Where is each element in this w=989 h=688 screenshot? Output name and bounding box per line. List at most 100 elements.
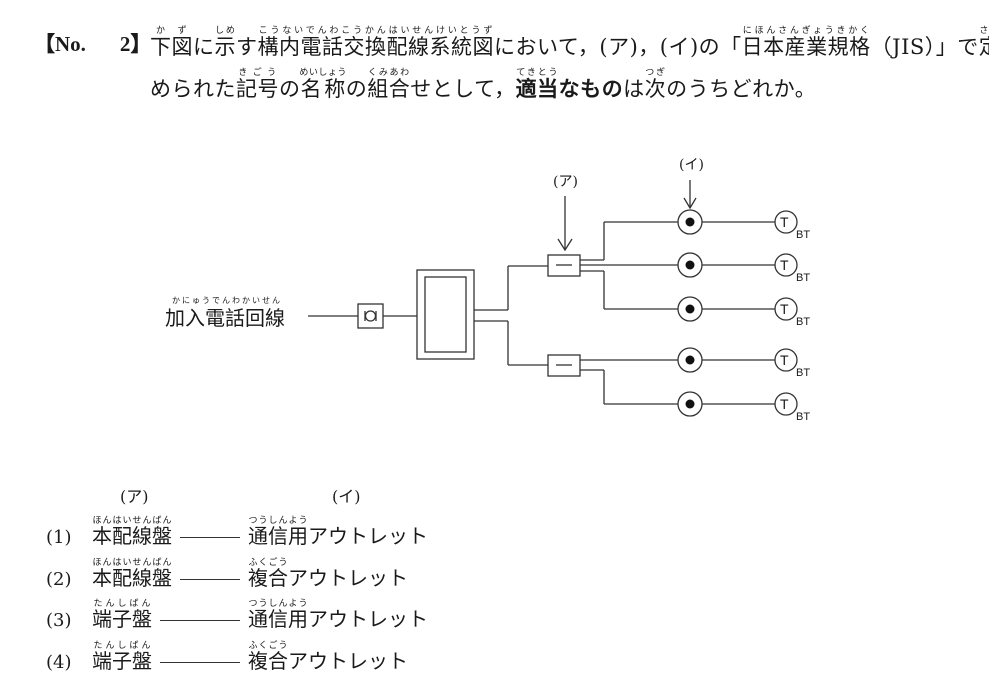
input-line-ruby: かにゅうでんわかいせん [172,296,282,305]
ruby-base: 日本産業規格 [741,35,871,59]
option-i-kanji: 通信用つうしんよう [248,516,308,548]
option-number: (1) [46,527,72,548]
ruby-base: 示 [214,35,236,59]
terminal-symbol: T [780,352,789,368]
option-a-text: 端子盤 [92,607,152,631]
answer-option[interactable]: (1) 本配線盤ほんはいせんばん 通信用つうしんようアウトレット [46,516,428,549]
option-a-ruby: ほんはいせんばん [92,558,172,568]
terminal-symbol: T [780,396,789,412]
option-i-kanji-text: 通信用 [248,607,308,631]
terminal-subscript: BT [796,272,810,284]
terminal-symbol: T [780,214,789,230]
ruby-reading: にほんさんぎょうきかく [741,26,871,36]
label-i: (イ) [679,157,704,173]
question-segment: の [345,77,368,101]
terminal-symbol: T [780,301,789,317]
option-i-kanji: 複合ふくごう [248,641,288,673]
option-i-rest: アウトレット [308,524,428,548]
option-i-ruby: つうしんよう [248,516,308,526]
question-segment: 記号きごう [236,68,279,101]
ruby-base: 組合 [367,77,411,101]
option-i-kanji: 通信用つうしんよう [248,599,308,631]
question-segment: 日本産業規格にほんさんぎょうきかく [741,26,871,59]
option-number: (2) [46,569,72,590]
question-segment: 組合くみあわ [367,68,411,101]
option-i-kanji-text: 通信用 [248,524,308,548]
main-distribution-frame [416,269,475,360]
telephone-terminal-icon [774,348,798,372]
option-a-ruby: ほんはいせんばん [92,516,172,526]
option-a-ruby: たんしばん [92,599,152,609]
question-text-line1: 下図かずに示しめす構内電話交換配線系統図こうないでんわこうかんはいせんけいとうず… [150,26,989,61]
question-segment: の [279,77,301,101]
protector-circle [364,310,377,322]
option-a-ruby: たんしばん [92,641,152,651]
ruby-reading: かず [150,26,193,36]
input-line-label: 加入電話回線 [165,306,285,330]
question-segment: なもの [558,76,624,101]
ruby-reading: つぎ [644,68,667,78]
ruby-base: 次 [644,77,667,101]
option-i-kanji-text: 複合 [248,566,288,590]
terminal-subscript: BT [796,229,810,241]
question-segment: 示しめ [214,26,237,59]
label-a: (ア) [553,174,578,190]
answer-option[interactable]: (4) 端子盤たんしばん 複合ふくごうアウトレット [46,641,408,674]
question-text-line2: められた記号きごうの名称めいしょうの組合くみあわせとして，適当てきとうなものは次… [150,68,816,103]
ruby-base: 記号 [236,77,279,101]
terminal-symbol: T [780,257,789,273]
ruby-base: 定 [979,35,989,59]
question-segment: 適当てきとう [515,68,559,101]
ruby-base: 適当 [515,76,559,101]
option-i-rest: アウトレット [288,649,408,673]
question-segment: 定さだ [979,26,989,59]
option-a-text: 端子盤 [92,649,152,673]
terminal-subscript: BT [796,316,810,328]
ruby-reading: さだ [978,26,989,36]
option-a-text: 本配線盤 [92,566,172,590]
question-segment: められた [150,77,236,101]
option-a: 本配線盤ほんはいせんばん [92,516,172,548]
question-segment: に [193,35,215,59]
terminal-board-b [547,354,581,377]
question-segment: 名称めいしょう [299,68,347,101]
ruby-base: 下図 [150,35,193,59]
connector-dash [180,537,240,538]
option-i-ruby: ふくごう [248,641,288,651]
answer-option[interactable]: (3)端子盤たんしばん通信用つうしんようアウトレット [46,599,428,632]
question-segment: は [623,77,645,101]
connector-dash [160,662,240,663]
ruby-reading: こうないでんわこうかんはいせんけいとうず [257,26,494,36]
ruby-reading: きごう [236,68,279,78]
telephone-terminal-icon [774,392,798,416]
option-number: (4) [46,652,72,673]
answer-option[interactable]: (2)本配線盤ほんはいせんばん複合ふくごうアウトレット [46,558,408,591]
ruby-reading: てきとう [515,68,559,78]
option-i-ruby: ふくごう [248,558,288,568]
option-a: 端子盤たんしばん [92,599,152,631]
question-label: 【No. [34,32,86,56]
question-segment: 下図かず [150,26,193,59]
question-segment: 構内電話交換配線系統図こうないでんわこうかんはいせんけいとうず [257,26,495,59]
question-segment: のうちどれか。 [666,77,817,101]
question-segment: 次つぎ [644,68,667,101]
question-segment: （JIS）」で [870,35,979,59]
option-i-rest: アウトレット [308,607,428,631]
ruby-reading: くみあわ [367,68,411,78]
option-i-rest: アウトレット [288,566,408,590]
telephone-terminal-icon [774,210,798,234]
ruby-reading: しめ [214,26,236,36]
option-a: 本配線盤ほんはいせんばん [92,558,172,590]
option-i-ruby: つうしんよう [248,599,308,609]
protector-symbol [357,303,384,329]
ruby-base: 構内電話交換配線系統図 [257,35,494,59]
question-segment: において，(ア)，(イ)の「 [494,35,742,59]
option-number: (3) [46,610,72,631]
ruby-reading: めいしょう [299,68,347,78]
connector-dash [160,620,240,621]
question-segment: せとして， [410,77,516,101]
terminal-subscript: BT [796,411,810,423]
connector-dash [180,579,240,580]
ruby-base: 名称 [299,77,347,101]
